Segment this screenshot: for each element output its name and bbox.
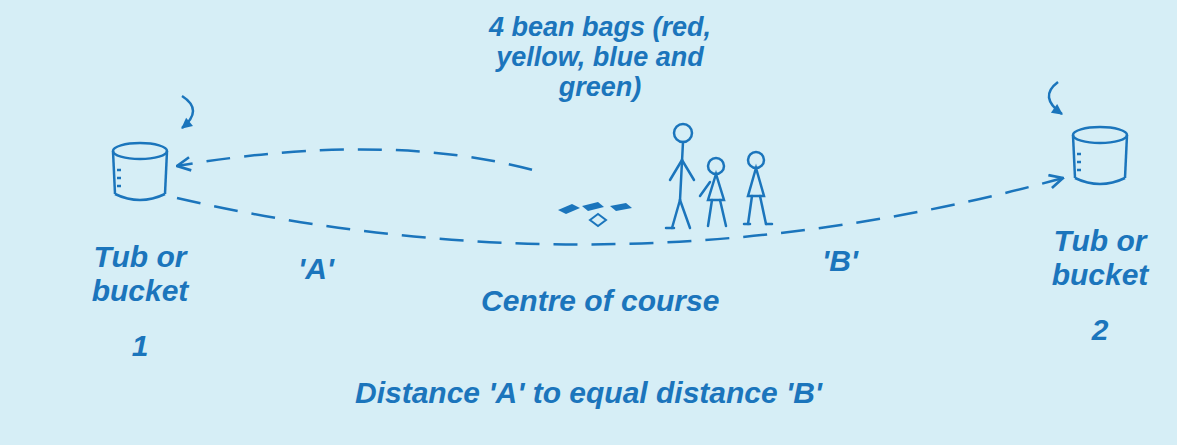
bucket-symbol [1069,124,1131,190]
bean-bags [554,198,646,230]
area-label: Centre of course [481,284,719,318]
bucket-node: Tub or bucket 2 [1030,124,1170,347]
drop-arrow [1049,82,1062,114]
callout-number: 1 [110,329,170,363]
note-text: Distance 'A' to equal distance 'B' [355,376,822,410]
bucket-symbol [109,140,171,206]
dashed-route [177,178,1063,244]
distance-label: 'A' [298,252,334,286]
bean-bag-group: 4 bean bags (red, yellow, blue and green… [455,12,745,230]
bucket-node: Tub or bucket 1 [58,140,222,363]
callout-number: 2 [1070,313,1130,347]
stick-figures [666,124,772,228]
node-title: 4 bean bags (red, yellow, blue and green… [480,12,720,103]
dashed-route [177,149,532,169]
node-title: Tub or bucket [82,240,198,307]
distance-label: 'B' [822,244,858,278]
node-title: Tub or bucket [1042,224,1158,291]
drop-arrow [182,96,193,128]
